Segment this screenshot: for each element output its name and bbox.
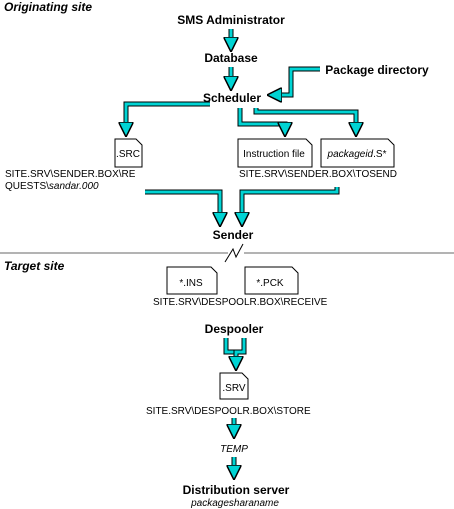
arrow-tosend-sender xyxy=(242,187,339,224)
sender-label: Sender xyxy=(213,228,254,242)
target-site-label: Target site xyxy=(4,259,65,273)
scheduler-label: Scheduler xyxy=(203,91,261,105)
arrow-despooler-merge-left xyxy=(224,338,236,354)
arrow-scheduler-instruction xyxy=(238,108,285,134)
package-file-icon xyxy=(320,138,395,168)
arrow-package-scheduler-outline xyxy=(270,66,320,98)
package-file-label: packageid.S* xyxy=(327,149,387,160)
receive-path: SITE.SRV\DESPOOLR.BOX\RECEIVE xyxy=(153,297,328,308)
ins-file-label: *.INS xyxy=(179,278,203,289)
arrow-despooler-store xyxy=(236,338,246,368)
tosend-path: SITE.SRV\SENDER.BOX\TOSEND xyxy=(239,169,397,180)
despooler-label: Despooler xyxy=(205,322,264,336)
arrow-package-scheduler xyxy=(270,67,320,95)
distribution-server-label: Distribution server xyxy=(183,483,290,497)
ins-file-icon xyxy=(166,266,218,295)
package-directory-label: Package directory xyxy=(325,63,429,77)
arrow-scheduler-package xyxy=(254,108,356,134)
database-label: Database xyxy=(204,51,258,65)
instruction-file-icon xyxy=(237,138,313,168)
src-file-icon xyxy=(114,138,143,168)
arrow-requests-sender xyxy=(145,190,220,224)
sms-administrator-label: SMS Administrator xyxy=(177,13,285,27)
originating-site-label: Originating site xyxy=(4,0,92,14)
pck-file-icon xyxy=(244,266,299,295)
link-break-icon xyxy=(224,243,244,263)
arrow-scheduler-src xyxy=(126,102,210,134)
store-path: SITE.SRV\DESPOOLR.BOX\STORE xyxy=(146,406,311,417)
src-file-label: .SRC xyxy=(116,149,140,160)
requests-path-line2: QUESTS\sandar.000 xyxy=(5,181,99,192)
arrow-scheduler-src-outline xyxy=(123,101,210,134)
arrow-requests-sender-outline xyxy=(145,189,223,224)
package-share-label: packagesharaname xyxy=(190,498,279,509)
temp-label: TEMP xyxy=(220,444,248,455)
pck-file-label: *.PCK xyxy=(256,278,284,289)
srv-file-label: .SRV xyxy=(222,383,245,394)
srv-file-icon xyxy=(219,372,249,400)
requests-path-line1: SITE.SRV\SENDER.BOX\RE xyxy=(5,169,136,180)
instruction-file-label: Instruction file xyxy=(243,149,305,160)
